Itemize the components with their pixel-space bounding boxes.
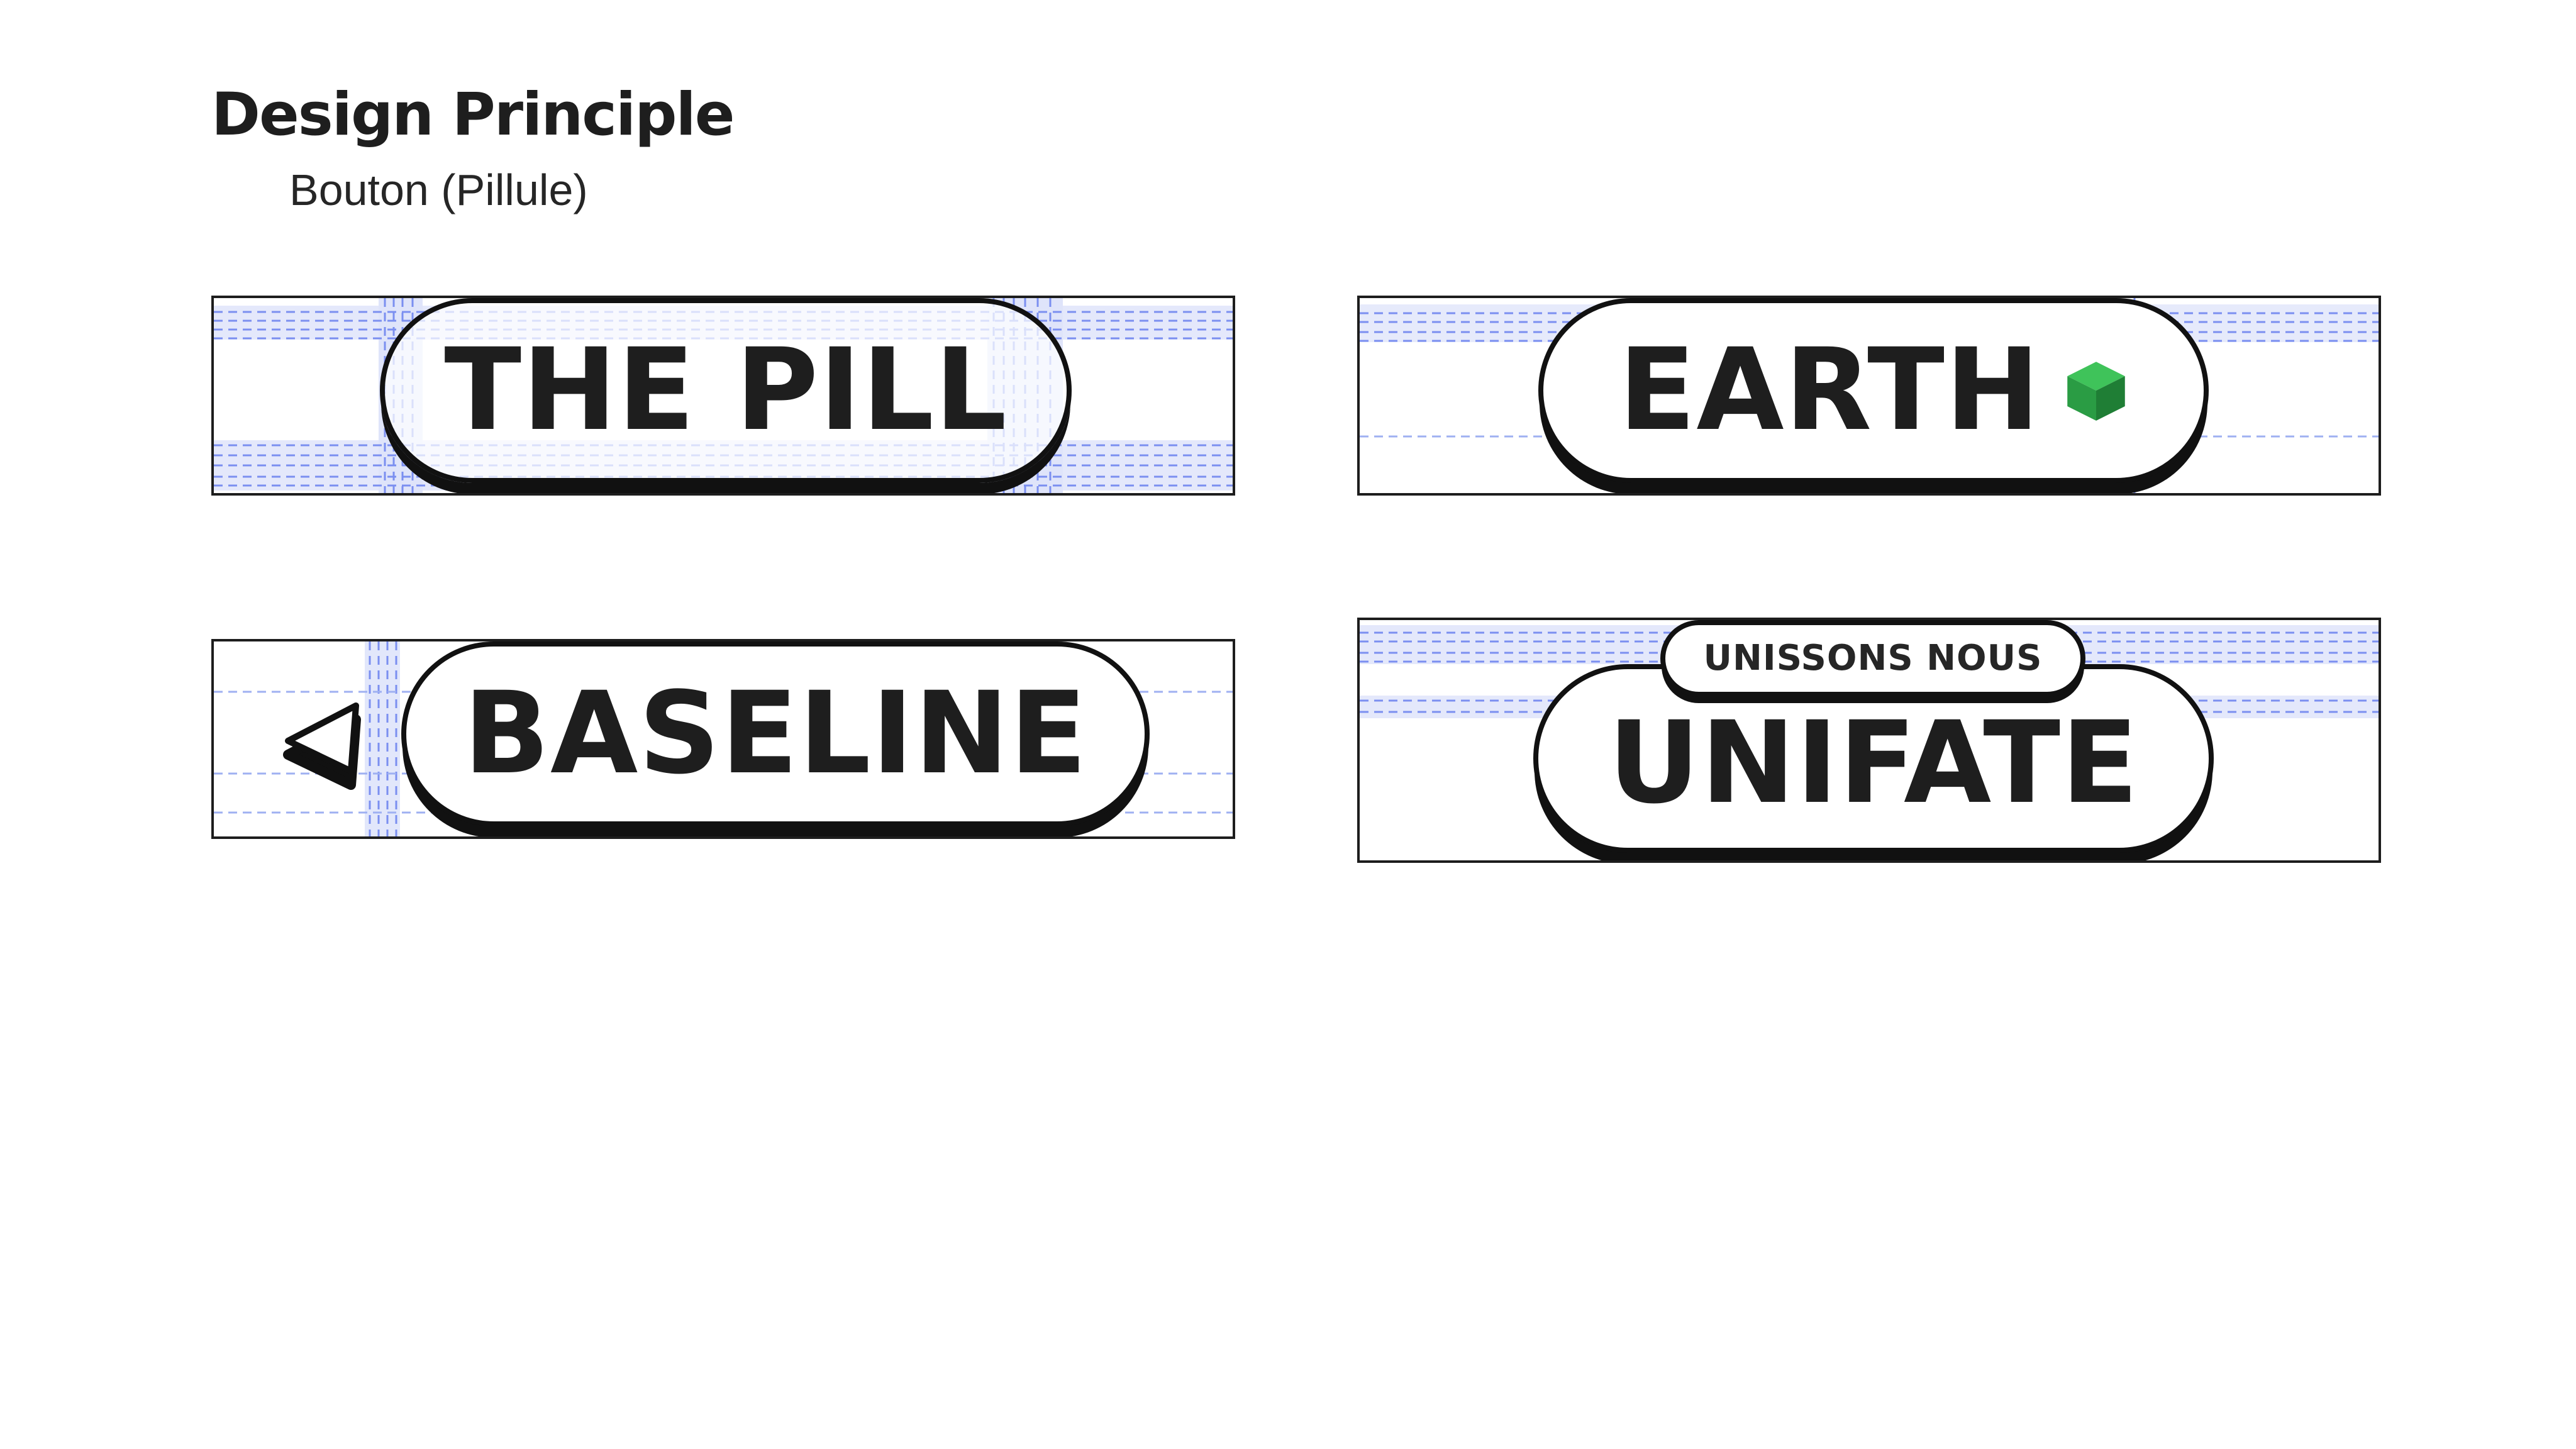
unissons-nous-tag[interactable]: UNISSONS NOUS	[1660, 620, 2085, 697]
the-pill-label: THE PILL	[444, 325, 1008, 456]
unissons-nous-label: UNISSONS NOUS	[1703, 638, 2043, 679]
page-title: Design Principle	[211, 80, 735, 149]
baseline-label: BASELINE	[463, 668, 1088, 799]
example-panel-the-pill: THE PILL	[211, 296, 1235, 496]
baseline-button[interactable]: BASELINE	[401, 641, 1150, 826]
unifate-button[interactable]: UNIFATE	[1533, 664, 2214, 853]
example-panel-baseline: BASELINE	[211, 639, 1235, 839]
the-pill-button[interactable]: THE PILL	[380, 298, 1072, 483]
example-panel-unifate: UNIFATE UNISSONS NOUS	[1357, 618, 2381, 863]
earth-button[interactable]: EARTH	[1538, 298, 2209, 483]
example-panel-earth: EARTH	[1357, 296, 2381, 496]
back-arrow-icon[interactable]	[279, 691, 374, 797]
page-subtitle: Bouton (Pillule)	[289, 165, 588, 214]
unifate-label: UNIFATE	[1607, 697, 2140, 829]
earth-label: EARTH	[1618, 325, 2041, 456]
green-cube-icon	[2067, 362, 2125, 421]
